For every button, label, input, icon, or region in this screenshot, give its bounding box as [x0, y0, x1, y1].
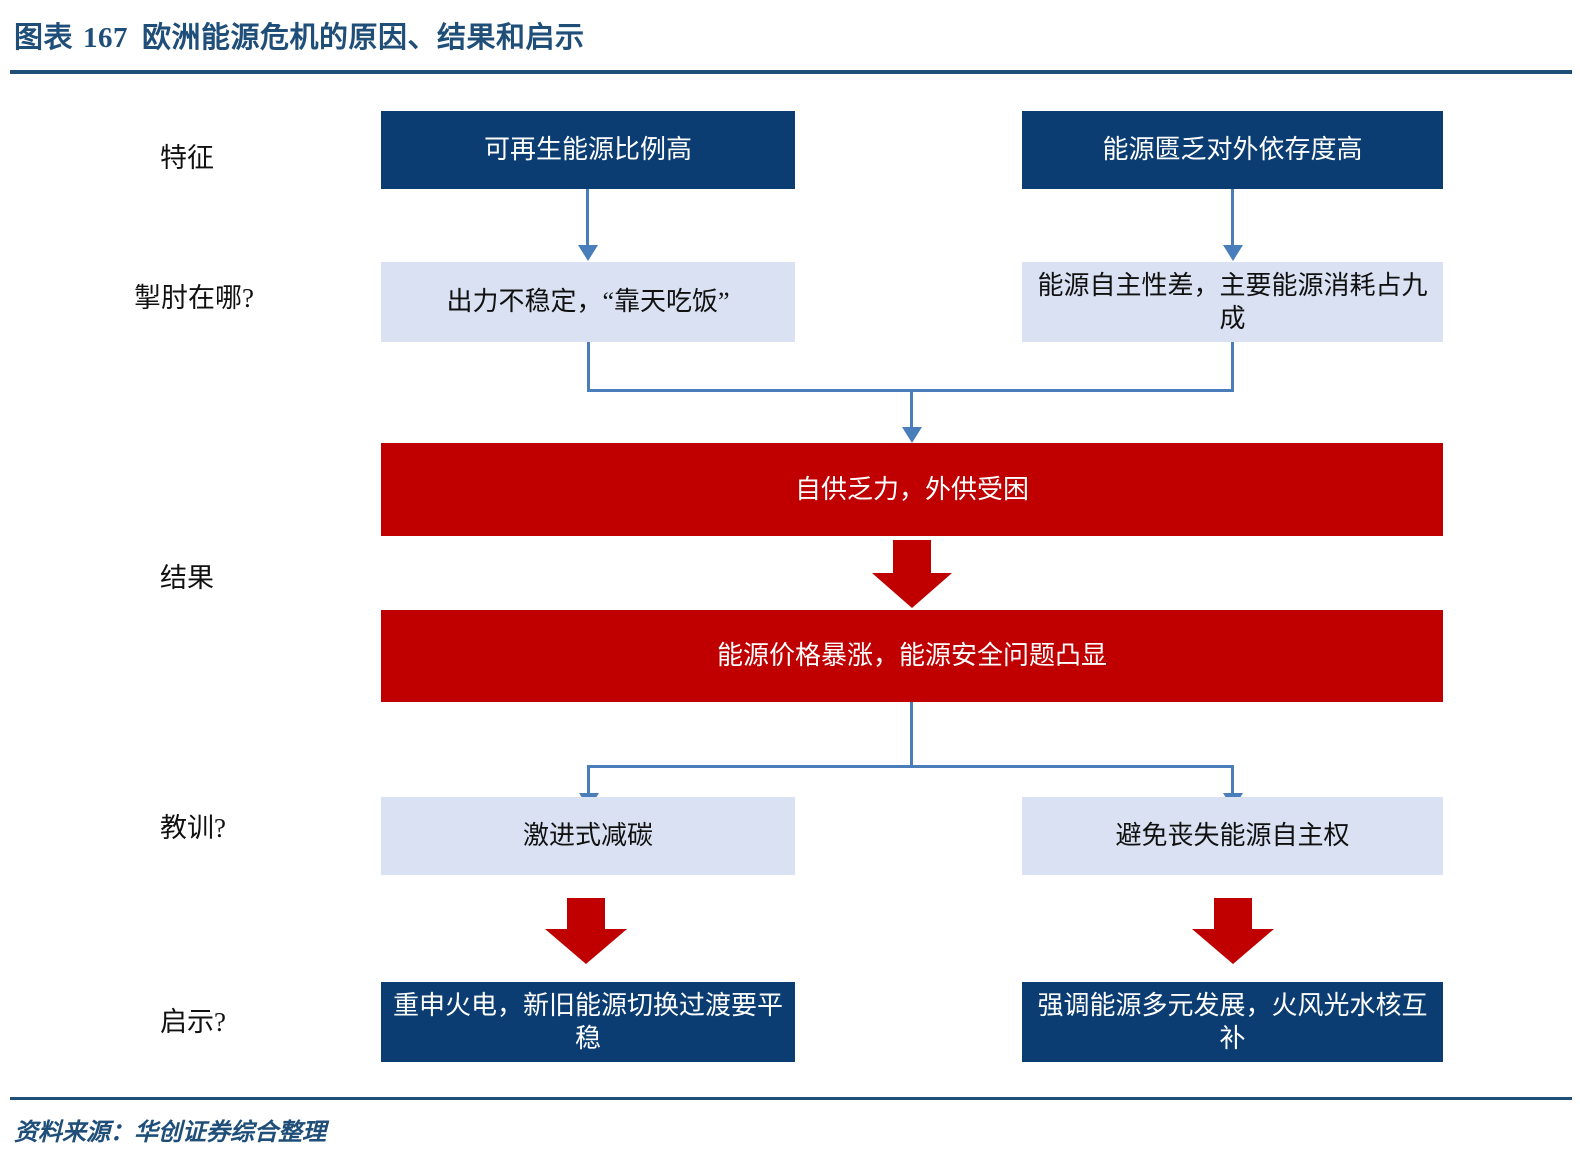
- connector-merge-left-leg: [587, 342, 590, 392]
- arrowhead-feature-right: [1223, 245, 1243, 261]
- connector-merge-stem: [910, 389, 913, 431]
- row-label-result: 结果: [160, 563, 214, 593]
- node-feature-left[interactable]: 可再生能源比例高: [381, 111, 795, 189]
- footer-divider: [10, 1097, 1572, 1100]
- node-lesson-right[interactable]: 避免丧失能源自主权: [1022, 797, 1443, 875]
- block-arrow-lesson-left-down: [545, 898, 627, 964]
- connector-split-left-leg: [587, 765, 590, 796]
- figure-title-text: 欧洲能源危机的原因、结果和启示: [142, 22, 585, 54]
- connector-split-stem: [910, 702, 913, 768]
- block-arrow-result-down: [872, 540, 952, 608]
- block-arrow-lesson-right-down: [1192, 898, 1274, 964]
- connector-split-right-leg: [1231, 765, 1234, 796]
- node-insight-right[interactable]: 强调能源多元发展，火风光水核互补: [1022, 982, 1443, 1062]
- connector-merge-right-leg: [1231, 342, 1234, 392]
- node-insight-left[interactable]: 重申火电，新旧能源切换过渡要平稳: [381, 982, 795, 1062]
- connector-feature-left-to-constraint: [586, 189, 589, 247]
- node-feature-right[interactable]: 能源匮乏对外依存度高: [1022, 111, 1443, 189]
- node-result-bottom[interactable]: 能源价格暴涨，能源安全问题凸显: [381, 610, 1443, 702]
- row-label-constraints: 掣肘在哪?: [134, 283, 254, 313]
- node-result-top[interactable]: 自供乏力，外供受困: [381, 443, 1443, 536]
- figure-number: 167: [83, 22, 129, 54]
- node-constraint-left[interactable]: 出力不稳定，“靠天吃饭”: [381, 262, 795, 342]
- connector-split-bar: [587, 765, 1234, 768]
- row-label-insight: 启示?: [160, 1007, 226, 1037]
- node-lesson-left[interactable]: 激进式减碳: [381, 797, 795, 875]
- figure-label: 图表: [14, 22, 74, 54]
- page-title: 图表 167 欧洲能源危机的原因、结果和启示: [14, 14, 585, 56]
- arrowhead-merge-to-result: [902, 427, 922, 443]
- row-label-lesson: 教训?: [160, 813, 226, 843]
- connector-feature-right-to-constraint: [1231, 189, 1234, 247]
- source-note: 资料来源：华创证券综合整理: [14, 1120, 326, 1146]
- header-divider: [10, 70, 1572, 74]
- arrowhead-feature-left: [578, 245, 598, 261]
- node-constraint-right[interactable]: 能源自主性差，主要能源消耗占九成: [1022, 262, 1443, 342]
- row-label-characteristics: 特征: [160, 143, 214, 173]
